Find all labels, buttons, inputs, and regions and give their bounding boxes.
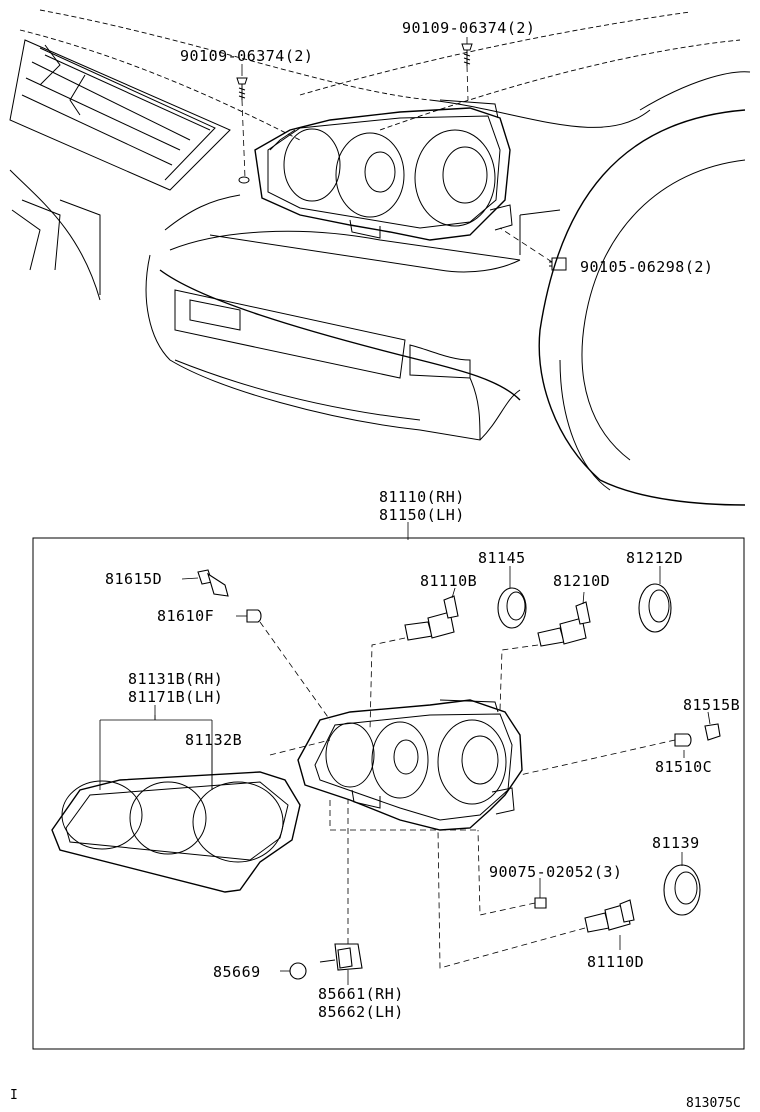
label-81515b: 81515B bbox=[683, 696, 740, 714]
assembly-header-lh: 81150(LH) bbox=[379, 506, 465, 524]
label-81132b: 81132B bbox=[185, 731, 242, 749]
bulb-81510c-icon bbox=[519, 733, 692, 776]
socket-81515b-icon bbox=[704, 711, 721, 741]
label-bolt-right: 90105-06298(2) bbox=[580, 258, 713, 276]
bulb-81610f-icon bbox=[236, 609, 331, 721]
screw-90075-icon bbox=[477, 829, 547, 916]
socket-81615d-icon bbox=[181, 569, 229, 597]
oring-85669-icon bbox=[280, 962, 307, 980]
bulb-81210d-icon bbox=[499, 591, 591, 711]
label-81212d: 81212D bbox=[626, 549, 683, 567]
label-85669: 85669 bbox=[213, 963, 261, 981]
screw-left-icon bbox=[236, 77, 250, 184]
label-85662-lh: 85662(LH) bbox=[318, 1003, 404, 1021]
label-81210d: 81210D bbox=[553, 572, 610, 590]
bolt-right-icon bbox=[499, 227, 567, 271]
vehicle-front-illustration bbox=[9, 9, 751, 506]
label-81615d: 81615D bbox=[105, 570, 162, 588]
bulb-81110d-icon bbox=[437, 829, 635, 969]
label-81610f: 81610F bbox=[157, 607, 214, 625]
bulb-81110b-icon bbox=[369, 587, 459, 731]
label-screw-left: 90109-06374(2) bbox=[180, 47, 313, 65]
footer-left-mark: I bbox=[10, 1088, 18, 1103]
label-81110d: 81110D bbox=[587, 953, 644, 971]
screw-top-icon bbox=[461, 43, 473, 101]
label-81171b-lh: 81171B(LH) bbox=[128, 688, 223, 706]
footer-diagram-code: 813075C bbox=[686, 1096, 741, 1111]
label-81145: 81145 bbox=[478, 549, 526, 567]
label-81110b: 81110B bbox=[420, 572, 477, 590]
label-90075: 90075-02052(3) bbox=[489, 863, 622, 881]
housing-icon bbox=[269, 699, 523, 831]
label-81510c: 81510C bbox=[655, 758, 712, 776]
label-85661-rh: 85661(RH) bbox=[318, 985, 404, 1003]
igniter-85661-icon bbox=[319, 800, 478, 985]
parts-frame bbox=[32, 537, 745, 1050]
label-screw-top: 90109-06374(2) bbox=[402, 19, 535, 37]
label-81139: 81139 bbox=[652, 834, 700, 852]
cap-81139-icon bbox=[663, 852, 701, 916]
assembly-header-rh: 81110(RH) bbox=[379, 488, 465, 506]
lens-cover-icon bbox=[51, 705, 301, 893]
installed-headlamp bbox=[254, 99, 513, 241]
cap-81212d-icon bbox=[638, 566, 672, 633]
label-81131b-rh: 81131B(RH) bbox=[128, 670, 223, 688]
cap-81145-icon bbox=[497, 566, 527, 629]
